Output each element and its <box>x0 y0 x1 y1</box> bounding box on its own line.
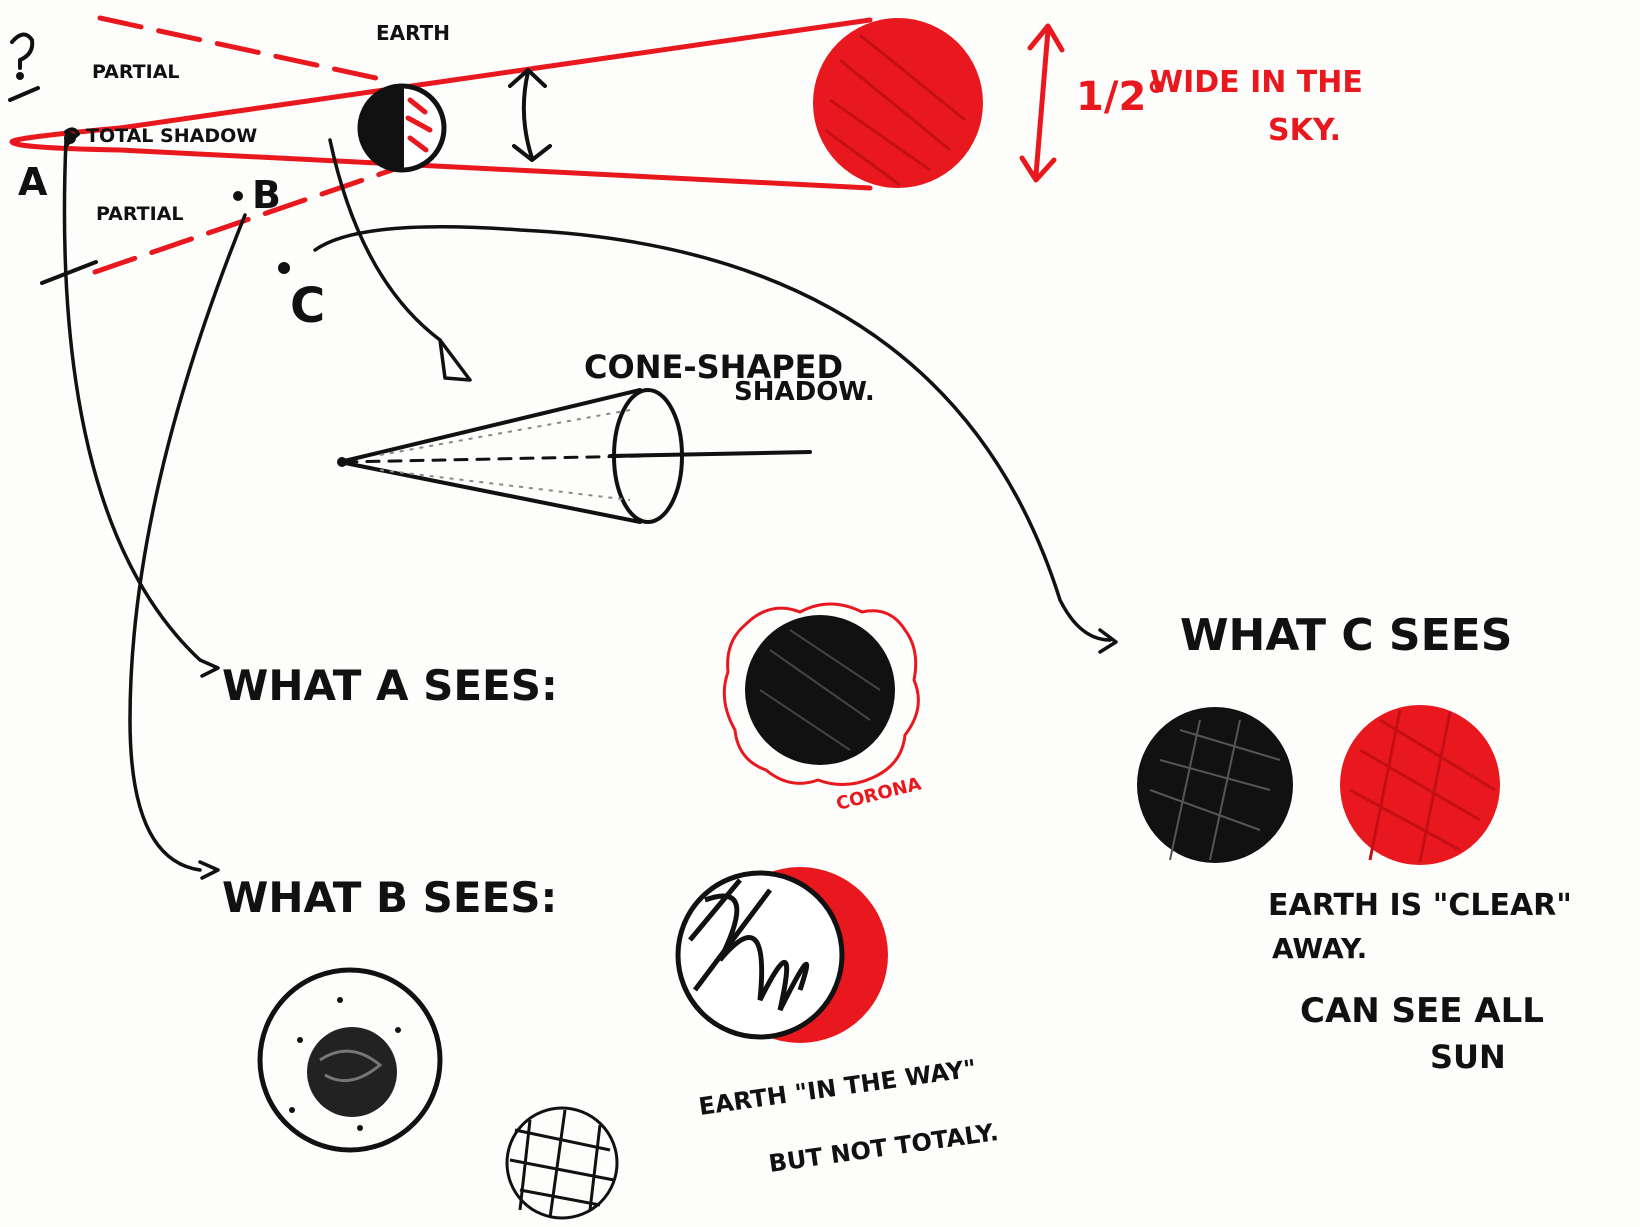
sun-size-text-2: SKY. <box>1268 113 1341 148</box>
point-c-label: C <box>290 278 325 334</box>
partial-top-label: PARTIAL <box>92 61 180 83</box>
umbra-cone-lines <box>12 20 870 188</box>
total-eclipse-view <box>724 604 918 785</box>
sun-size-text-1: WIDE IN THE <box>1150 65 1363 100</box>
observer-line-bottom <box>42 262 96 283</box>
point-b-dot <box>233 191 243 201</box>
c-caption-3: CAN SEE ALL <box>1300 991 1544 1031</box>
arrow-to-what-b <box>130 215 245 870</box>
sun-size-arrow <box>1022 26 1062 180</box>
observer-figure <box>12 34 32 80</box>
partial-eclipse-view <box>678 867 888 1043</box>
arrow-to-what-c <box>315 227 1110 640</box>
what-c-sees-label: WHAT C SEES <box>1180 610 1512 661</box>
cone-width-arrow <box>510 70 550 160</box>
what-a-sees-label: WHAT A SEES: <box>222 661 558 710</box>
point-c-dot <box>278 262 290 274</box>
connector-arrows <box>64 140 1116 878</box>
observer-line-top <box>10 88 38 100</box>
earth-night-side <box>360 86 402 170</box>
cone-shadow-drawing <box>337 390 810 522</box>
c-caption-2: AWAY. <box>1272 932 1367 965</box>
sun <box>813 18 983 188</box>
total-shadow-label: TOTAL SHADOW <box>86 125 257 147</box>
b-caption-1: EARTH "IN THE WAY" <box>697 1054 978 1121</box>
earth-label: EARTH <box>376 21 450 45</box>
point-b-label: B <box>252 173 281 217</box>
b-caption-2: BUT NOT TOTALY. <box>767 1118 1000 1178</box>
crosshatch-moon-sketch <box>507 1108 617 1218</box>
annular-sketch <box>260 970 440 1150</box>
partial-bottom-label: PARTIAL <box>96 203 184 225</box>
sun-disc <box>813 18 983 188</box>
c-caption-1: EARTH IS "CLEAR" <box>1268 888 1572 923</box>
c-caption-4: SUN <box>1430 1038 1506 1076</box>
what-b-sees-label: WHAT B SEES: <box>222 873 557 922</box>
cone-title-2: SHADOW. <box>734 377 875 407</box>
earth-diagram <box>360 86 444 170</box>
no-eclipse-view <box>1137 705 1500 865</box>
corona-label: CORONA <box>834 773 923 814</box>
point-a-label: A <box>18 160 48 204</box>
moon-disc-total <box>745 615 895 765</box>
